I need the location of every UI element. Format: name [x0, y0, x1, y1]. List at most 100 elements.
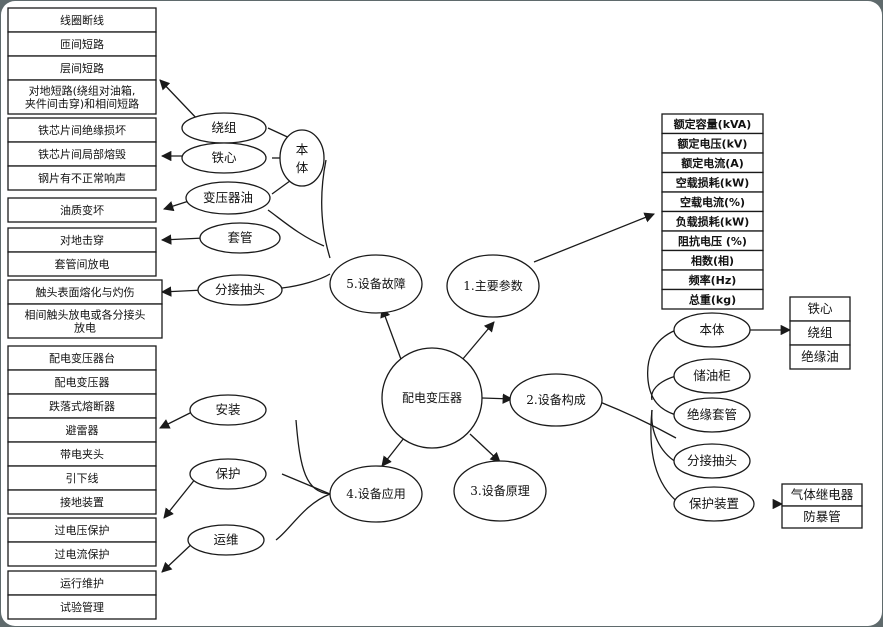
topic-structure: 2.设备构成 — [509, 373, 603, 427]
arrow-params-to-table — [533, 212, 655, 263]
fault-winding-item: 对地短路(绕组对油箱,夹件间击穿)和相间短路 — [7, 79, 157, 115]
body-part-item: 铁心 — [789, 296, 851, 322]
structure-bushing-label: 绝缘套管 — [687, 407, 737, 422]
protection-part-item-text: 气体继电器 — [791, 487, 854, 502]
topic-application: 4.设备应用 — [329, 465, 423, 523]
body-part-item-text: 绕组 — [807, 325, 832, 340]
line-structure-protection — [650, 409, 681, 505]
params-item-text: 额定容量(kVA) — [674, 117, 752, 131]
params-item: 阻抗电压 (%) — [661, 230, 764, 252]
params-item-text: 空载电流(%) — [680, 195, 745, 209]
fault-bushing-item: 套管间放电 — [7, 251, 157, 277]
fault-bushing-item: 对地击穿 — [7, 227, 157, 253]
fault-winding-item-text: 层间短路 — [60, 61, 104, 75]
application-install-item-text: 避雷器 — [66, 423, 99, 437]
application-install-item: 配电变压器台 — [7, 345, 157, 371]
fault-oil-item: 油质变坏 — [7, 197, 157, 223]
arrow-bushing-to-items — [160, 234, 205, 245]
fault-oil-label: 变压器油 — [203, 190, 253, 205]
application-om-item-text: 试验管理 — [60, 600, 104, 614]
fault-tap-item: 触头表面熔化与灼伤 — [7, 279, 163, 305]
application-om-item-text: 运行维护 — [60, 576, 104, 590]
params-item: 空载损耗(kW) — [661, 171, 764, 193]
arrow-center-to-application — [381, 437, 405, 467]
params-item: 额定容量(kVA) — [661, 113, 764, 135]
fault-winding-item: 匝间短路 — [7, 31, 157, 57]
body-part-item-text: 铁心 — [807, 301, 833, 316]
application-om-label: 运维 — [213, 532, 238, 547]
structure-conservator-label: 储油柜 — [693, 368, 731, 383]
fault-oil-item-text: 油质变坏 — [60, 203, 104, 217]
application-install-item: 配电变压器 — [7, 369, 157, 395]
application-protect-item-text: 过电流保护 — [55, 547, 110, 561]
line-fault-to-body — [320, 159, 331, 259]
params-item-text: 阻抗电压 (%) — [678, 234, 747, 248]
arrow-center-to-params — [461, 321, 495, 361]
params-item: 频率(Hz) — [661, 269, 764, 291]
line-application-to-install — [295, 419, 331, 495]
fault-item-boxes: 线圈断线匝间短路层间短路对地短路(绕组对油箱,夹件间击穿)和相间短路铁芯片间绝缘… — [7, 7, 163, 339]
structure-body-label: 本体 — [699, 322, 725, 337]
fault-body-label-1: 本 — [296, 142, 309, 157]
center-label: 配电变压器 — [402, 390, 462, 405]
params-item: 额定电流(A) — [661, 152, 764, 174]
structure-tap-label: 分接抽头 — [687, 453, 737, 468]
application-om-item: 试验管理 — [7, 594, 157, 620]
params-item-text: 额定电压(kV) — [678, 136, 748, 150]
params-item-text: 频率(Hz) — [689, 273, 737, 287]
center-node: 配电变压器 — [381, 347, 483, 449]
connectors — [159, 79, 792, 573]
params-item: 相数(相) — [661, 249, 764, 271]
params-item: 额定电压(kV) — [661, 132, 764, 154]
protection-part-item: 防暴管 — [781, 505, 863, 529]
fault-bushing-item-text: 对地击穿 — [60, 233, 104, 247]
structure-protection-label: 保护装置 — [689, 496, 739, 511]
application-install-item: 带电夹头 — [7, 441, 157, 467]
application-om-item: 运行维护 — [7, 570, 157, 596]
fault-tap-label: 分接抽头 — [215, 282, 265, 297]
line-structure-conservator — [650, 375, 677, 401]
arrow-protect-to-items — [163, 477, 197, 519]
params-item: 总重(kg) — [661, 288, 764, 310]
application-branch: 安装 保护 运维 — [187, 394, 267, 556]
topic-fault-label: 5.设备故障 — [346, 276, 405, 291]
fault-bushing-label: 套管 — [227, 230, 252, 245]
line-application-to-om — [275, 493, 331, 541]
fault-bushing-item-text: 套管间放电 — [55, 257, 110, 271]
application-install-item-text: 配电变压器 — [55, 375, 110, 389]
fault-tap-item-text: 相间触头放电或各分接头 — [25, 308, 146, 322]
structure-branch: 本体 储油柜 绝缘套管 分接抽头 保护装置 — [673, 312, 755, 522]
application-install-item-text: 引下线 — [66, 471, 99, 485]
line-application-to-protect — [281, 473, 331, 495]
application-install-item-text: 接地装置 — [60, 496, 104, 509]
body-part-item-text: 绝缘油 — [801, 349, 839, 364]
application-protect-item-text: 过电压保护 — [55, 523, 110, 537]
application-install-item-text: 配电变压器台 — [49, 351, 115, 365]
application-protect-item: 过电流保护 — [7, 541, 157, 567]
topic-params-label: 1.主要参数 — [463, 278, 522, 293]
fault-core-item-text: 铁芯片间局部熔毁 — [38, 147, 126, 161]
fault-tap-item-text: 触头表面熔化与灼伤 — [36, 285, 135, 299]
params-item-text: 负载损耗(kW) — [676, 214, 750, 228]
fault-branch: 本 体 绕组 铁心 变压器油 套管 分接抽头 — [181, 112, 325, 306]
params-item-text: 额定电流(A) — [681, 156, 744, 170]
params-item-text: 空载损耗(kW) — [676, 175, 750, 189]
params-table: 额定容量(kVA) 额定电压(kV) 额定电流(A) 空载损耗(kW) 空载电流(%) 负… — [661, 113, 764, 310]
fault-body-label-2: 体 — [296, 160, 309, 175]
fault-core-item-text: 钢片有不正常响声 — [38, 171, 126, 185]
topic-principle: 3.设备原理 — [453, 460, 547, 522]
application-protect-label: 保护 — [215, 466, 240, 481]
fault-winding-label: 绕组 — [211, 120, 236, 135]
protection-part-item-text: 防暴管 — [803, 509, 841, 524]
fault-tap-item-text: 放电 — [74, 321, 96, 335]
fault-core-label: 铁心 — [211, 150, 237, 165]
arrow-tap-to-items — [160, 286, 205, 297]
topic-fault: 5.设备故障 — [329, 254, 423, 314]
arrow-winding-to-items — [159, 79, 201, 123]
arrow-center-to-fault — [380, 307, 403, 363]
